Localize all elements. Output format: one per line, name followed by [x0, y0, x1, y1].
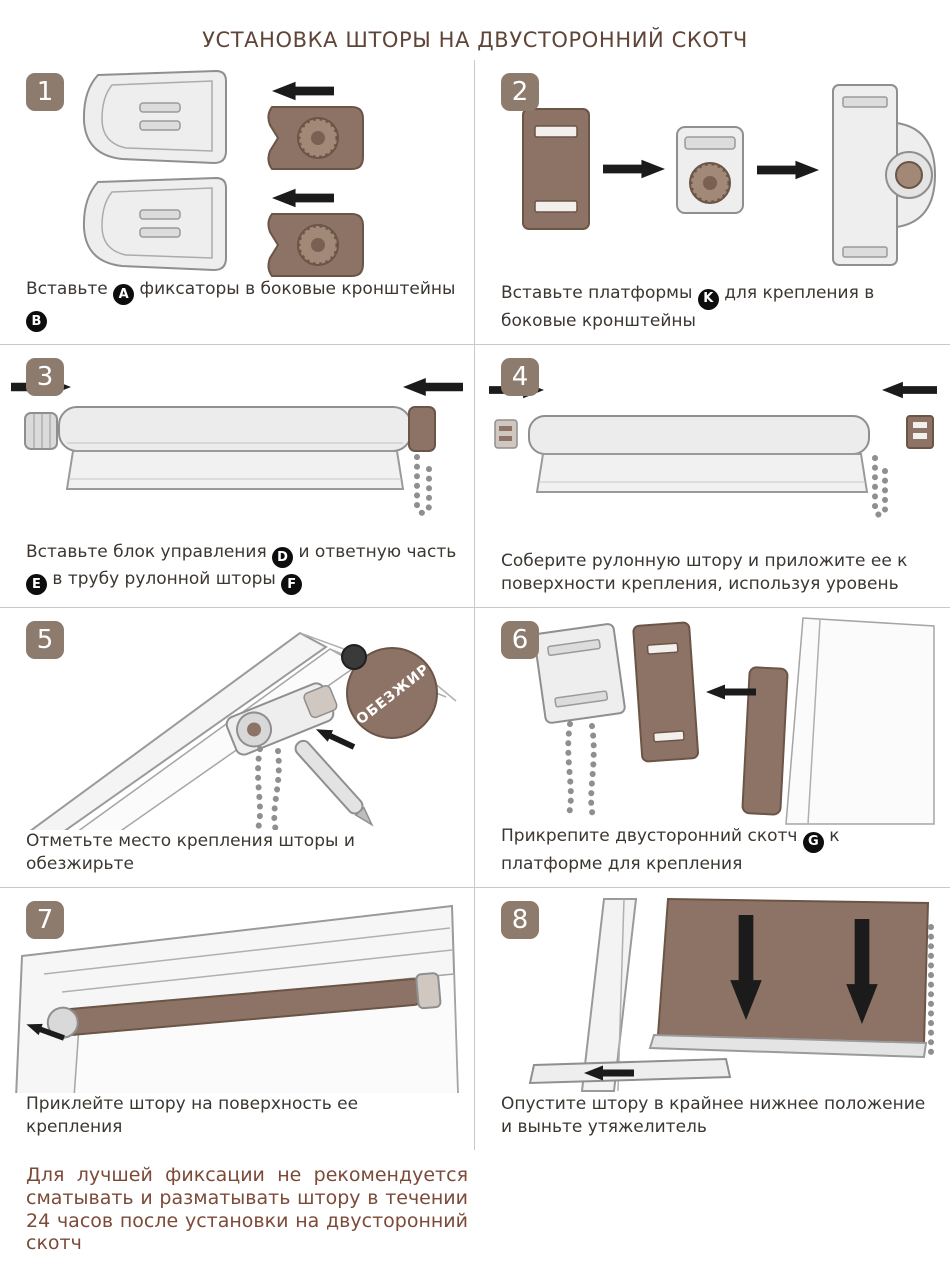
degreaser-bottle: ОБЕЗЖИР	[341, 644, 438, 740]
wall-surface	[784, 616, 935, 825]
mounting-platform	[522, 108, 590, 231]
step-7-caption: Приклейте штору на поверхность ее крепле…	[26, 1094, 359, 1137]
footer-note: Для лучшей фиксации не рекомендуется сма…	[26, 1164, 468, 1255]
arrow-to-mechanism-icon	[313, 723, 357, 753]
marking-and-degreasing-drawing: ОБЕЗЖИР	[29, 631, 457, 831]
assembled-blind-drawing	[488, 381, 937, 518]
control-unit-end	[24, 411, 58, 450]
step-4-panel: 4	[475, 345, 950, 608]
arrow-right-icon	[603, 159, 665, 179]
step-3-panel: 3	[0, 345, 475, 608]
step-5-number-badge: 5	[26, 621, 64, 659]
step-7-panel: 7 Приклейте штор	[0, 888, 475, 1150]
part-letter-badge: D	[272, 546, 294, 568]
step-1-caption: Вставьте A фиксаторы в боковые кронштейн…	[0, 278, 474, 344]
step-3-number-badge: 3	[26, 358, 64, 396]
step-1-illustration	[0, 60, 474, 278]
step-6-caption: Прикрепите двусторонний скотч G к платфо…	[501, 826, 840, 874]
bead-chain	[255, 746, 263, 831]
step-4-number-badge: 4	[501, 358, 539, 396]
step-4-caption: Соберите рулонную штору и приложите ее к…	[501, 551, 908, 594]
part-letter-badge: G	[802, 831, 824, 853]
right-bracket-part	[905, 414, 934, 449]
step-8-illustration	[475, 888, 950, 1093]
lowered-shade-drawing	[528, 897, 934, 1092]
shade-fabric	[656, 897, 929, 1044]
bead-chain	[414, 453, 432, 516]
step-2-illustration	[475, 60, 950, 282]
mounted-roller-tube	[46, 971, 442, 1039]
step-5-illustration: ОБЕЗЖИР	[0, 608, 474, 831]
step-2-number-badge: 2	[501, 73, 539, 111]
step-2-panel: 2	[475, 60, 950, 345]
step-7-illustration	[0, 888, 474, 1094]
step-8-number-badge: 8	[501, 901, 539, 939]
step-1-panel: 1 Вставьте A фиксаторы в боковые кронште…	[0, 60, 475, 345]
step-5-panel: 5	[0, 608, 475, 888]
bead-chain	[564, 720, 574, 821]
part-letter-badge: B	[26, 311, 47, 332]
arrow-right-icon	[757, 160, 819, 180]
glued-blind-drawing	[15, 904, 459, 1094]
part-letter-badge: F	[281, 574, 303, 595]
weight-bar	[648, 1033, 927, 1058]
roller-tube-drawing	[11, 377, 463, 516]
tape-on-platform-drawing	[533, 616, 935, 825]
left-bracket-part	[493, 418, 518, 449]
marker-pen	[294, 739, 374, 827]
double-sided-tape-strip	[741, 666, 788, 816]
side-bracket	[832, 84, 937, 267]
bead-chain	[871, 454, 888, 518]
arrow-left-icon	[403, 377, 463, 396]
step-2-caption: Вставьте платформы K для крепления в бок…	[501, 283, 875, 331]
step-3-caption: Вставьте блок управления D и ответную ча…	[0, 541, 474, 607]
part-letter-badge: A	[113, 283, 135, 305]
fixer-assembly	[676, 126, 744, 215]
arrow-left-icon	[881, 381, 937, 398]
step-8-caption: Опустите штору в крайнее нижнее положени…	[501, 1094, 926, 1137]
step-3-illustration	[0, 345, 474, 541]
bead-chain	[587, 722, 597, 823]
step-7-number-badge: 7	[26, 901, 64, 939]
step-4-illustration	[475, 345, 950, 550]
roller-tube	[527, 414, 870, 493]
bead-chain	[271, 748, 282, 831]
mounting-platform	[631, 621, 699, 763]
control-mechanism	[225, 682, 338, 756]
platform-and-bracket-drawing	[522, 84, 937, 267]
brackets-and-fixers-drawing	[22, 67, 452, 278]
step-6-illustration	[475, 608, 950, 825]
side-bracket	[533, 622, 626, 724]
part-letter-badge: K	[697, 288, 719, 310]
counter-part-end	[408, 405, 436, 452]
roller-tube	[58, 405, 412, 490]
step-6-panel: 6	[475, 608, 950, 888]
step-6-number-badge: 6	[501, 621, 539, 659]
step-5-caption: Отметьте место крепления шторы и обезжир…	[26, 831, 355, 874]
bracket-with-fixer-top	[84, 71, 363, 169]
page-title: УСТАНОВКА ШТОРЫ НА ДВУСТОРОННИЙ СКОТЧ	[202, 28, 748, 52]
steps-grid: 1 Вставьте A фиксаторы в боковые кронште…	[0, 60, 950, 1150]
step-8-panel: 8 Опустите штору в крайнее нижнее п	[475, 888, 950, 1150]
bracket-with-fixer-bottom	[84, 178, 363, 276]
part-letter-badge: E	[26, 574, 47, 595]
step-1-number-badge: 1	[26, 73, 64, 111]
